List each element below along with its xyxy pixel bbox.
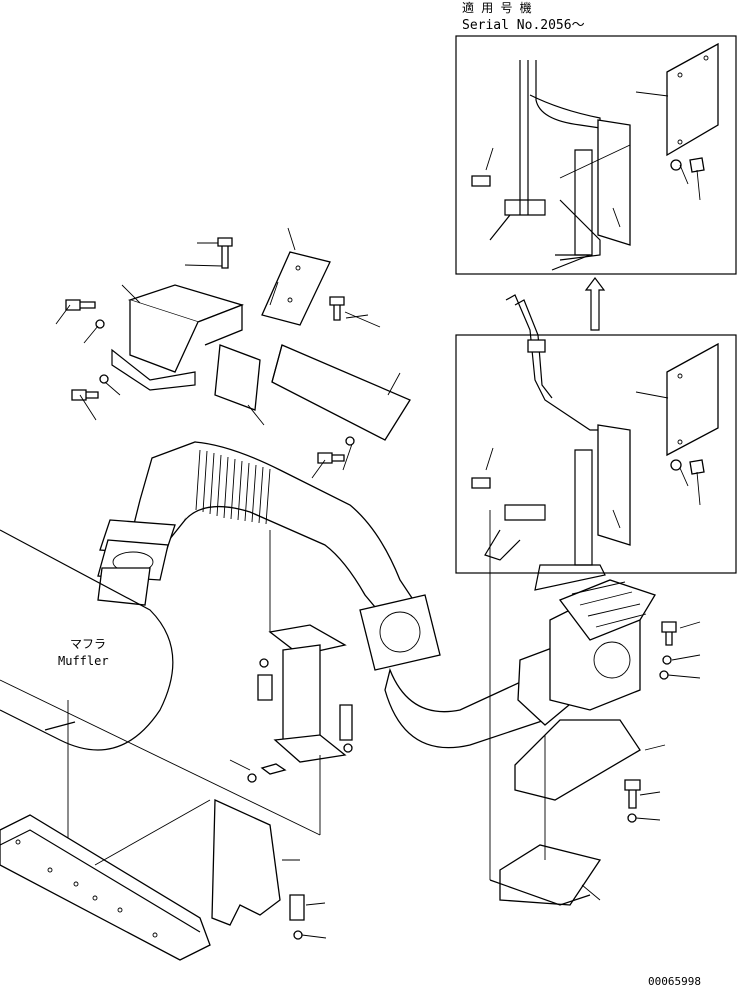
- heat-shield-assembly: [55, 227, 411, 479]
- inset-box-current: [455, 294, 737, 591]
- applicable-serial-heading: 適 用 号 機: [462, 0, 532, 15]
- muffler-label-en: Muffler: [58, 654, 109, 668]
- drawing-number: 00065998: [648, 975, 701, 988]
- support-stand: [229, 530, 353, 835]
- serial-number-label: Serial No.2056～: [462, 18, 585, 33]
- upgrade-arrow: [584, 277, 606, 331]
- muffler-label-jp: マフラ: [70, 637, 106, 651]
- inset-box-new-serial: [455, 35, 737, 275]
- exhaust-pipe: [97, 441, 546, 749]
- frame-rail: [0, 799, 327, 961]
- outlet-assembly: [489, 510, 701, 906]
- muffler-body: [0, 529, 321, 860]
